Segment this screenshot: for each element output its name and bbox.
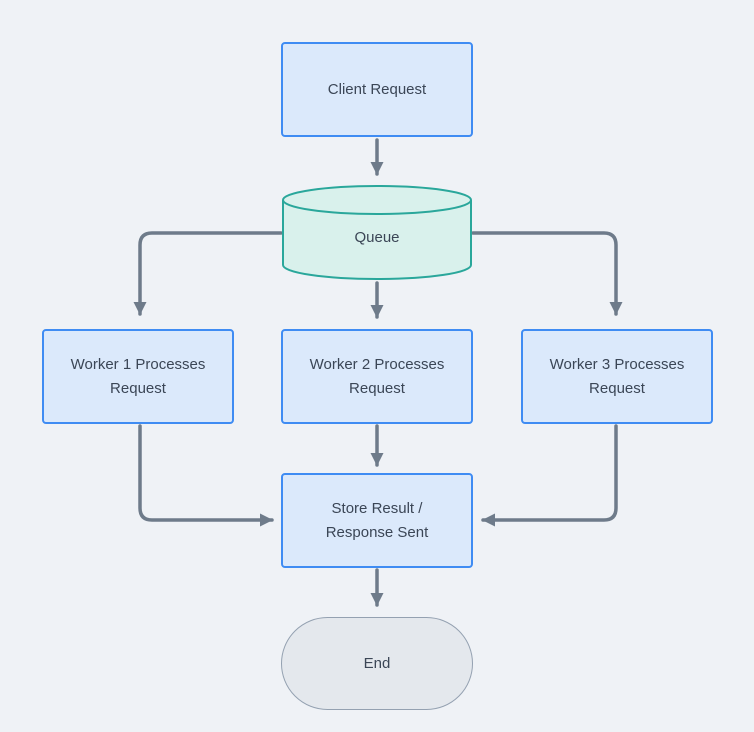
node-end-label: End	[363, 654, 391, 672]
node-queue: Queue	[281, 184, 473, 281]
edge-queue-worker3	[471, 231, 623, 316]
node-store-result-label: Store Result / Response Sent	[325, 499, 429, 541]
node-worker-3: Worker 3 Processes Request	[521, 329, 713, 424]
node-store-result: Store Result / Response Sent	[281, 473, 473, 568]
node-queue-label: Queue	[354, 228, 400, 246]
edge-queue-worker1	[133, 231, 283, 316]
node-worker-2-label: Worker 2 Processes Request	[309, 355, 445, 397]
node-client-request: Client Request	[281, 42, 473, 137]
node-end: End	[281, 617, 473, 710]
node-worker-2: Worker 2 Processes Request	[281, 329, 473, 424]
node-client-request-label: Client Request	[327, 80, 427, 98]
node-worker-1: Worker 1 Processes Request	[42, 329, 234, 424]
edge-worker3-store	[481, 424, 618, 527]
node-worker-1-label: Worker 1 Processes Request	[70, 355, 206, 397]
cylinder-icon	[282, 185, 472, 280]
node-worker-3-label: Worker 3 Processes Request	[549, 355, 685, 397]
edge-worker1-store	[138, 424, 274, 527]
